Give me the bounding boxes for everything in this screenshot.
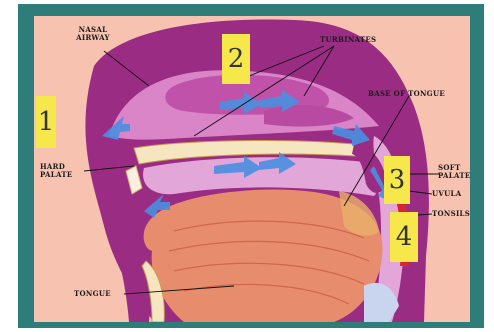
label-turbinates: TURBINATES <box>320 36 376 44</box>
marker-4: 4 <box>390 212 418 262</box>
label-uvula: UVULA <box>432 190 462 198</box>
label-base-of-tongue: BASE OF TONGUE <box>368 90 445 98</box>
label-tonsils: TONSILS <box>432 210 470 218</box>
label-soft-palate: SOFT PALATE <box>438 164 470 180</box>
marker-2: 2 <box>222 34 250 84</box>
label-tongue: TONGUE <box>74 290 111 298</box>
marker-1: 1 <box>36 96 56 148</box>
label-hard-palate: HARD PALATE <box>40 163 80 179</box>
airway-diagram-panel: NASAL AIRWAY TURBINATES BASE OF TONGUE H… <box>34 16 470 322</box>
marker-3: 3 <box>384 156 410 204</box>
label-nasal-airway: NASAL AIRWAY <box>70 26 116 42</box>
